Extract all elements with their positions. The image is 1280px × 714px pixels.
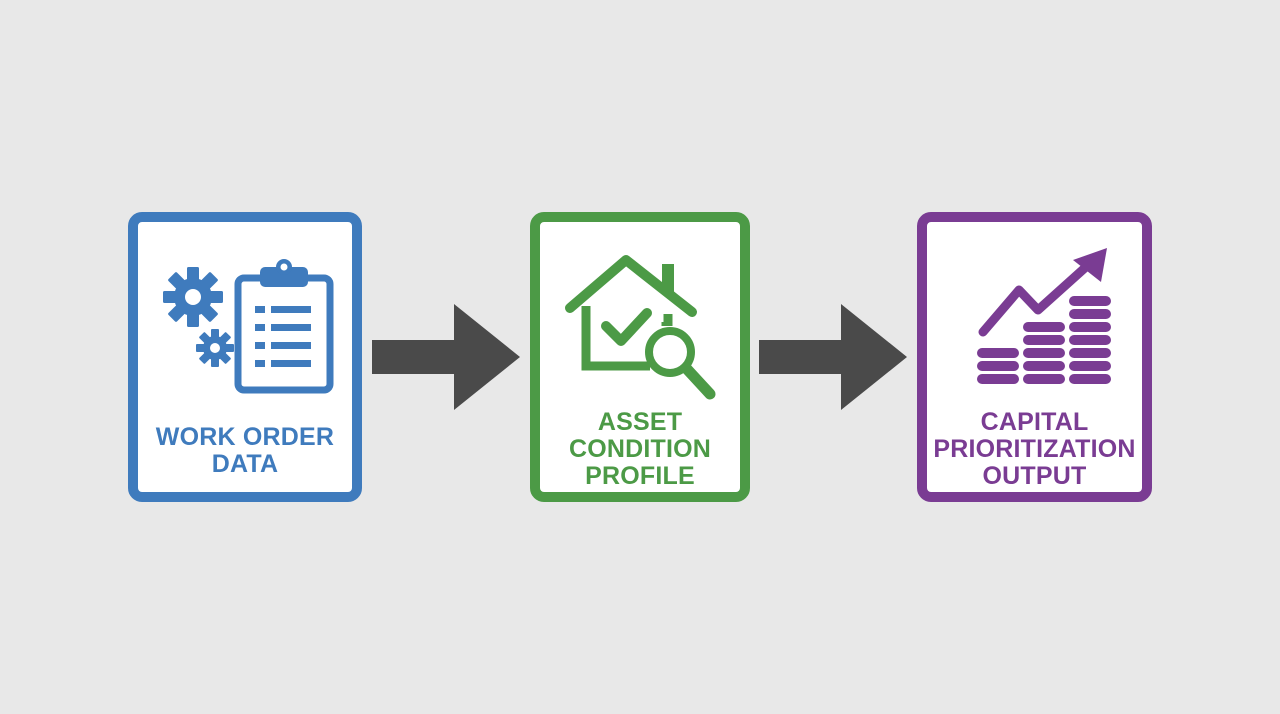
house-check-icon xyxy=(565,255,697,371)
coin-stacks-icon xyxy=(977,296,1111,384)
step-card-capital-prioritization-output: CAPITAL PRIORITIZATION OUTPUT xyxy=(917,212,1152,502)
step-card-asset-condition-profile: ASSET CONDITION PROFILE xyxy=(530,212,750,502)
work-order-icon-group xyxy=(163,259,334,394)
step-card-work-order-data: WORK ORDER DATA xyxy=(128,212,362,502)
step-label-line: WORK ORDER xyxy=(155,423,335,451)
step-label-line: ASSET xyxy=(597,408,683,436)
magnifying-glass-icon xyxy=(645,327,716,400)
right-arrow-icon xyxy=(759,304,907,410)
right-arrow-icon xyxy=(372,304,520,410)
asset-condition-icon-group xyxy=(565,255,716,400)
step-label-line: PRIORITIZATION xyxy=(933,435,1136,463)
clipboard-checklist-icon xyxy=(234,259,334,394)
step-label-line: PROFILE xyxy=(585,462,695,490)
step-label: WORK ORDER DATA xyxy=(138,424,352,478)
step-label-line: CAPITAL xyxy=(980,408,1089,436)
step-label-line: CONDITION xyxy=(568,435,712,463)
trend-arrow-icon xyxy=(978,248,1107,337)
step-label-line: DATA xyxy=(211,450,279,478)
step-label: CAPITAL PRIORITIZATION OUTPUT xyxy=(927,409,1142,490)
step-label-line: OUTPUT xyxy=(982,462,1087,490)
step-label: ASSET CONDITION PROFILE xyxy=(540,409,740,490)
capital-prioritization-icon-group xyxy=(977,248,1111,384)
gears-icon xyxy=(163,267,234,367)
